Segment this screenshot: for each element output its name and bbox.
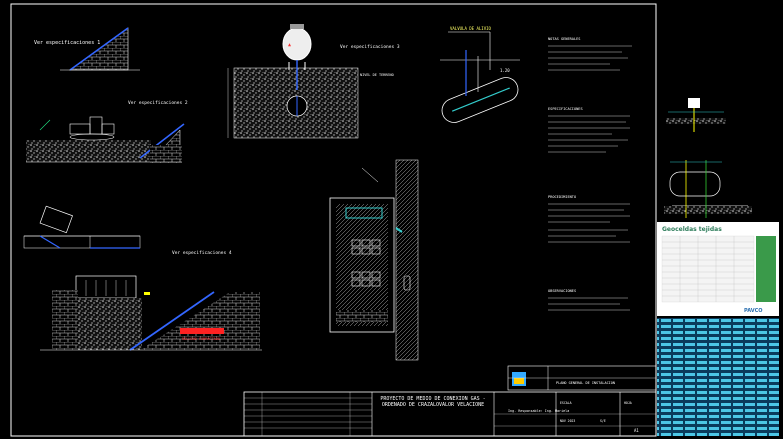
drawing-title: PLANO GENERAL DE INSTALACION (556, 381, 615, 385)
svg-text:▲: ▲ (288, 42, 291, 48)
building-slope-detail: Ver especificaciones 4 RELLENO COMPACTAD… (40, 250, 262, 351)
tank-pipe-detail: ▲ Ver especificaciones 3 NIVEL DE TERREN… (227, 24, 400, 139)
notes-title-3: PROCEDIMIENTO (548, 195, 576, 199)
pipe-iso-detail: VALVULA DE ALIVIO 1.20 (440, 26, 520, 123)
notes-title-1: NOTAS GENERALES (548, 37, 580, 41)
section-label-4: Ver especificaciones 4 (172, 250, 232, 256)
dimension-label: 1.20 (500, 68, 510, 73)
sheet-label: HOJA (624, 401, 632, 405)
notes-title-4: OBSERVACIONES (548, 289, 576, 293)
slope-detail-1: Ver especificaciones 1 (34, 27, 140, 71)
callout-label: VALVULA DE ALIVIO (450, 26, 492, 31)
section-label-1: Ver especificaciones 1 (34, 40, 100, 46)
red-label: RELLENO COMPACTADO (182, 337, 220, 341)
section-label-2: Ver especificaciones 2 (128, 100, 188, 106)
side-panel: Geoceldas tejidas PAVCO (657, 98, 779, 436)
datasheet-title: Geoceldas tejidas (662, 226, 722, 233)
svg-text:NIVEL DE TERRENO: NIVEL DE TERRENO (360, 73, 394, 77)
brand-logo: PAVCO (744, 308, 763, 314)
notes-title-2: ESPECIFICACIONES (548, 107, 583, 111)
date-value: NOV 2023 (560, 419, 575, 423)
excavator-detail: Ver especificaciones 2 (26, 100, 188, 163)
scale-label: ESCALA (560, 401, 572, 405)
small-block-detail (23, 205, 141, 249)
sheet-number: A1 (634, 428, 639, 433)
plan-view (329, 159, 419, 361)
section-label-3: Ver especificaciones 3 (340, 44, 400, 50)
title-block: PLANO GENERAL DE INSTALACION PROYECTO DE… (243, 365, 657, 437)
notes-column: NOTAS GENERALES ESPECIFICACIONES PROCEDI… (548, 37, 632, 311)
scale-value: S/E (600, 419, 606, 423)
project-title: PROYECTO DE MEDIO DE CONEXION GAS - ORDE… (380, 396, 486, 408)
engineer-name: Ing. Responsable: Ing. Mariela (508, 409, 569, 413)
